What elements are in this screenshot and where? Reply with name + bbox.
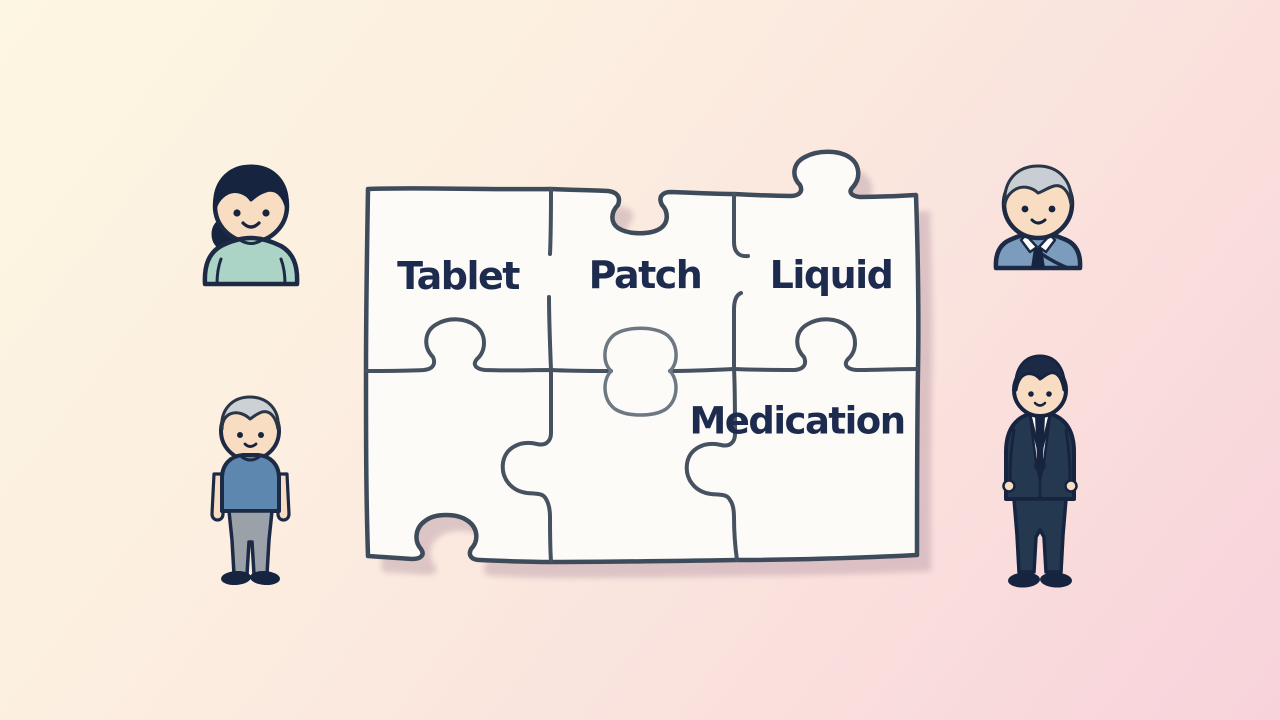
- woman-neckline: [238, 238, 264, 245]
- border-patch-liquid: [732, 192, 750, 370]
- woman-eye-right: [262, 209, 270, 217]
- businessman-shoe-right: [1040, 572, 1072, 588]
- older-man-collar-right: [1037, 233, 1057, 254]
- businessman-shoe-left: [1008, 572, 1040, 588]
- businessman-eye-right: [1046, 391, 1052, 397]
- elderly-eye-left: [237, 432, 243, 438]
- elderly-hair: [220, 395, 280, 431]
- center-connector: [603, 326, 678, 417]
- piece-label-liquid: Liquid: [769, 253, 894, 297]
- puzzle-outline: [363, 149, 921, 565]
- border-mid-left: [364, 317, 613, 373]
- piece-label-patch: Patch: [588, 253, 703, 297]
- woman-eye-left: [233, 209, 241, 217]
- woman-shirt: [202, 235, 300, 287]
- border-tablet-patch: [547, 187, 553, 372]
- businessman-hair: [1014, 354, 1066, 392]
- businessman-hand-right: [1064, 479, 1078, 493]
- businessman-icon: [1002, 354, 1078, 588]
- older-man-smile: [1030, 218, 1047, 225]
- older-man-collar-left: [1019, 233, 1039, 254]
- border-mid-right: [668, 317, 919, 373]
- elderly-neckline: [240, 455, 261, 462]
- woman-sleeve-seams: [215, 257, 287, 286]
- elderly-person-icon: [210, 395, 291, 586]
- woman-smile: [241, 221, 261, 229]
- older-man-suit-icon: [993, 164, 1083, 271]
- young-woman-icon: [202, 164, 300, 287]
- elderly-smile: [243, 442, 258, 448]
- piece-label-medication: Medication: [689, 399, 906, 443]
- older-man-tie: [1031, 248, 1045, 268]
- businessman-tie: [1034, 415, 1046, 476]
- older-man-eye-right: [1048, 205, 1056, 213]
- woman-hair: [213, 164, 289, 212]
- businessman-arm-seams: [1008, 428, 1072, 482]
- piece-label-tablet: Tablet: [397, 254, 520, 298]
- puzzle-inner-lines: [364, 187, 919, 563]
- elderly-shoe-left: [221, 570, 251, 586]
- older-man-eye-left: [1021, 205, 1029, 213]
- border-bottom-right: [684, 366, 739, 562]
- businessman-eye-left: [1028, 391, 1034, 397]
- border-bottom-left: [500, 368, 553, 563]
- elderly-shoe-right: [250, 570, 280, 586]
- older-man-hair: [1003, 164, 1073, 206]
- elderly-eye-right: [258, 432, 264, 438]
- businessman-smile: [1033, 401, 1047, 407]
- businessman-pants: [1012, 497, 1068, 574]
- elderly-pants: [227, 509, 274, 576]
- elderly-shirt: [220, 453, 281, 513]
- businessman-hand-left: [1002, 479, 1016, 493]
